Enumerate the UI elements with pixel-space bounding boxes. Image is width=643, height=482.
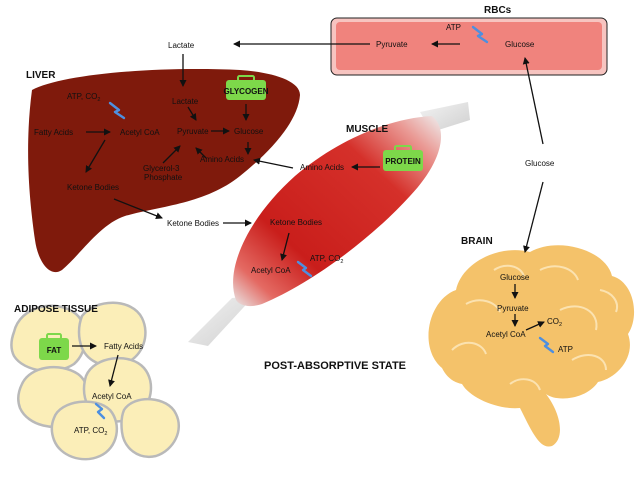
arrow xyxy=(522,57,544,145)
rbcs-title: RBCs xyxy=(484,5,512,16)
glycogen-box xyxy=(226,75,266,100)
arrow xyxy=(280,232,290,261)
liver-amino-acids-label: Amino Acids xyxy=(200,155,244,164)
brain-pyruvate-label: Pyruvate xyxy=(497,304,529,313)
muscle-tendon-bottom xyxy=(188,296,254,346)
arrow xyxy=(162,145,181,164)
adipose-title: ADIPOSE TISSUE xyxy=(14,304,98,315)
glycogen-label: GLYCOGEN xyxy=(223,87,268,96)
protein-box xyxy=(383,145,423,171)
liver-acetyl-coa-label: Acetyl CoA xyxy=(120,128,160,137)
ketone-bodies-transit-label: Ketone Bodies xyxy=(167,219,219,228)
rbc-glucose-label: Glucose xyxy=(505,40,535,49)
muscle-ketone-bodies-label: Ketone Bodies xyxy=(270,218,322,227)
liver-phosphate-label: Phosphate xyxy=(144,173,183,182)
fat-box xyxy=(39,333,69,360)
adipose-fatty-acids-label: Fatty Acids xyxy=(104,342,143,351)
muscle-amino-acids-label: Amino Acids xyxy=(300,163,344,172)
adipose-acetyl-coa-label: Acetyl CoA xyxy=(92,392,132,401)
arrow xyxy=(195,147,207,159)
top-lactate-label: Lactate xyxy=(168,41,195,50)
brain-acetyl-coa-label: Acetyl CoA xyxy=(486,330,526,339)
arrow xyxy=(525,321,545,331)
brain-title: BRAIN xyxy=(461,236,493,247)
liver-ketone-bodies-label: Ketone Bodies xyxy=(67,183,119,192)
atp-bolt-icon xyxy=(471,25,489,44)
pathway-arrows xyxy=(72,40,545,387)
adipose-cells xyxy=(10,301,181,461)
atp-bolt-icon xyxy=(108,101,126,120)
liver-glucose-label: Glucose xyxy=(234,127,264,136)
brain-shape xyxy=(428,245,635,447)
muscle-atp-co2-label: ATP, CO2 xyxy=(310,254,343,265)
arrow xyxy=(85,139,106,173)
atp-bolt-icon xyxy=(296,260,313,278)
rbc-pyruvate-label: Pyruvate xyxy=(376,40,408,49)
liver-lactate-label: Lactate xyxy=(172,97,199,106)
arrow xyxy=(523,181,544,253)
arrow xyxy=(253,157,294,169)
liver-glycerol-label: Glycerol-3 xyxy=(143,164,180,173)
fat-label: FAT xyxy=(47,346,62,355)
atp-bolt-icon xyxy=(538,336,555,354)
liver-fatty-acids-label: Fatty Acids xyxy=(34,128,73,137)
arrow xyxy=(187,106,197,121)
liver-atp-co2-label: ATP, CO2 xyxy=(67,92,100,103)
liver-title: LIVER xyxy=(26,70,56,81)
muscle-title: MUSCLE xyxy=(346,124,389,135)
liver-shape xyxy=(28,69,301,273)
brain-glucose-label: Glucose xyxy=(500,273,530,282)
rbc-atp-label: ATP xyxy=(446,23,461,32)
muscle-acetyl-coa-label: Acetyl CoA xyxy=(251,266,291,275)
brain-co2-label: CO2 xyxy=(547,317,562,328)
liver-pyruvate-label: Pyruvate xyxy=(177,127,209,136)
adipose-cell xyxy=(120,397,181,459)
atp-bolt-icon xyxy=(94,402,106,420)
arrow xyxy=(108,354,119,387)
protein-label: PROTEIN xyxy=(385,157,421,166)
adipose-atp-co2-label: ATP, CO2 xyxy=(74,426,107,437)
rbc-inner xyxy=(336,22,602,70)
arrow xyxy=(113,198,163,220)
glucose-transit-label: Glucose xyxy=(525,159,555,168)
brain-atp-label: ATP xyxy=(558,345,573,354)
diagram-title: POST-ABSORPTIVE STATE xyxy=(264,360,406,372)
